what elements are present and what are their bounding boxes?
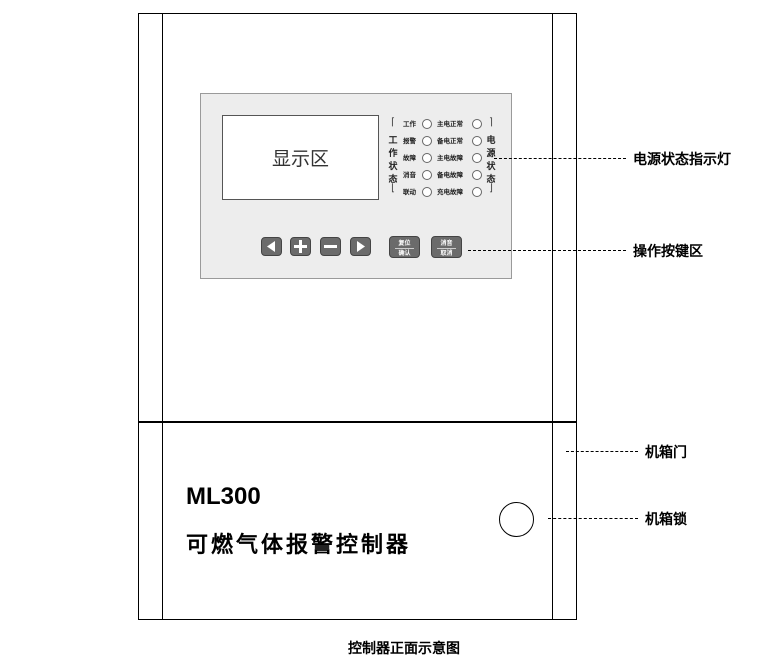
key-separator [395, 248, 414, 249]
product-name: 可燃气体报警控制器 [186, 532, 412, 558]
plus-key[interactable] [290, 237, 311, 256]
power-status-label: 电 源 状 态 [486, 135, 496, 187]
reset-confirm-key[interactable]: 复位 确认 [389, 236, 420, 258]
indicator-alarm-led [422, 136, 432, 146]
power-status-char: 源 [486, 149, 496, 159]
left-arrow-key[interactable] [261, 237, 282, 256]
indicator-work-label: 工作 [403, 120, 416, 128]
right-hinge-rail [552, 13, 553, 620]
callout-operation-keys-area: 操作按键区 [633, 244, 703, 260]
display-area: 显示区 [222, 115, 379, 200]
work-status-char: 工 [388, 136, 398, 146]
callout-line-lock [548, 518, 638, 519]
work-status-char: 态 [388, 175, 398, 185]
callout-cabinet-door: 机箱门 [645, 445, 687, 461]
figure-caption: 控制器正面示意图 [348, 641, 460, 657]
indicator-main-power-ok-label: 主电正常 [437, 120, 463, 128]
power-status-char: 态 [486, 175, 496, 185]
work-status-label: 工 作 状 态 [388, 135, 398, 187]
indicator-fault-led [422, 153, 432, 163]
product-model: ML300 [186, 483, 261, 510]
indicator-backup-power-ok-label: 备电正常 [437, 137, 463, 145]
display-area-label: 显示区 [271, 148, 329, 170]
indicator-fault-label: 故障 [403, 154, 416, 162]
reset-label: 复位 [398, 240, 411, 247]
indicator-main-power-fault-label: 主电故障 [437, 154, 463, 162]
door-divider [138, 421, 577, 423]
indicator-work-led [422, 119, 432, 129]
silence-cancel-key[interactable]: 消音 取消 [431, 236, 462, 258]
indicator-linkage-led [422, 187, 432, 197]
indicator-backup-power-fault-led [472, 170, 482, 180]
plus-icon [294, 240, 307, 253]
cabinet-outline [138, 13, 577, 620]
indicator-silence-label: 消音 [403, 171, 416, 179]
indicator-alarm-label: 报警 [403, 137, 416, 145]
cabinet-lock[interactable] [499, 502, 534, 537]
indicator-main-power-ok-led [472, 119, 482, 129]
indicator-silence-led [422, 170, 432, 180]
confirm-label: 确认 [398, 250, 411, 257]
bracket-top-right: ⌉ [489, 117, 493, 128]
left-arrow-icon [267, 241, 275, 252]
left-hinge-rail [162, 13, 163, 620]
indicator-backup-power-fault-label: 备电故障 [437, 171, 463, 179]
key-separator [437, 248, 456, 249]
bracket-bottom-right: ⌋ [489, 183, 493, 194]
bracket-top-left: ⌈ [391, 117, 395, 128]
power-status-char: 电 [486, 136, 496, 146]
silence-label: 消音 [440, 240, 453, 247]
minus-key[interactable] [320, 237, 341, 256]
callout-line-door [566, 451, 638, 452]
indicator-main-power-fault-led [472, 153, 482, 163]
callout-line-keys [468, 250, 626, 251]
right-arrow-key[interactable] [350, 237, 371, 256]
power-status-char: 状 [486, 162, 496, 172]
work-status-char: 作 [388, 149, 398, 159]
minus-icon [324, 245, 337, 248]
indicator-charge-fault-label: 充电故障 [437, 188, 463, 196]
cancel-label: 取消 [440, 250, 453, 257]
callout-power-indicator-lights: 电源状态指示灯 [633, 152, 731, 168]
indicator-backup-power-ok-led [472, 136, 482, 146]
right-arrow-icon [357, 241, 365, 252]
callout-line-power-lights [494, 158, 626, 159]
indicator-charge-fault-led [472, 187, 482, 197]
bracket-bottom-left: ⌊ [391, 183, 395, 194]
callout-cabinet-lock: 机箱锁 [645, 512, 687, 528]
work-status-char: 状 [388, 162, 398, 172]
indicator-linkage-label: 联动 [403, 188, 416, 196]
